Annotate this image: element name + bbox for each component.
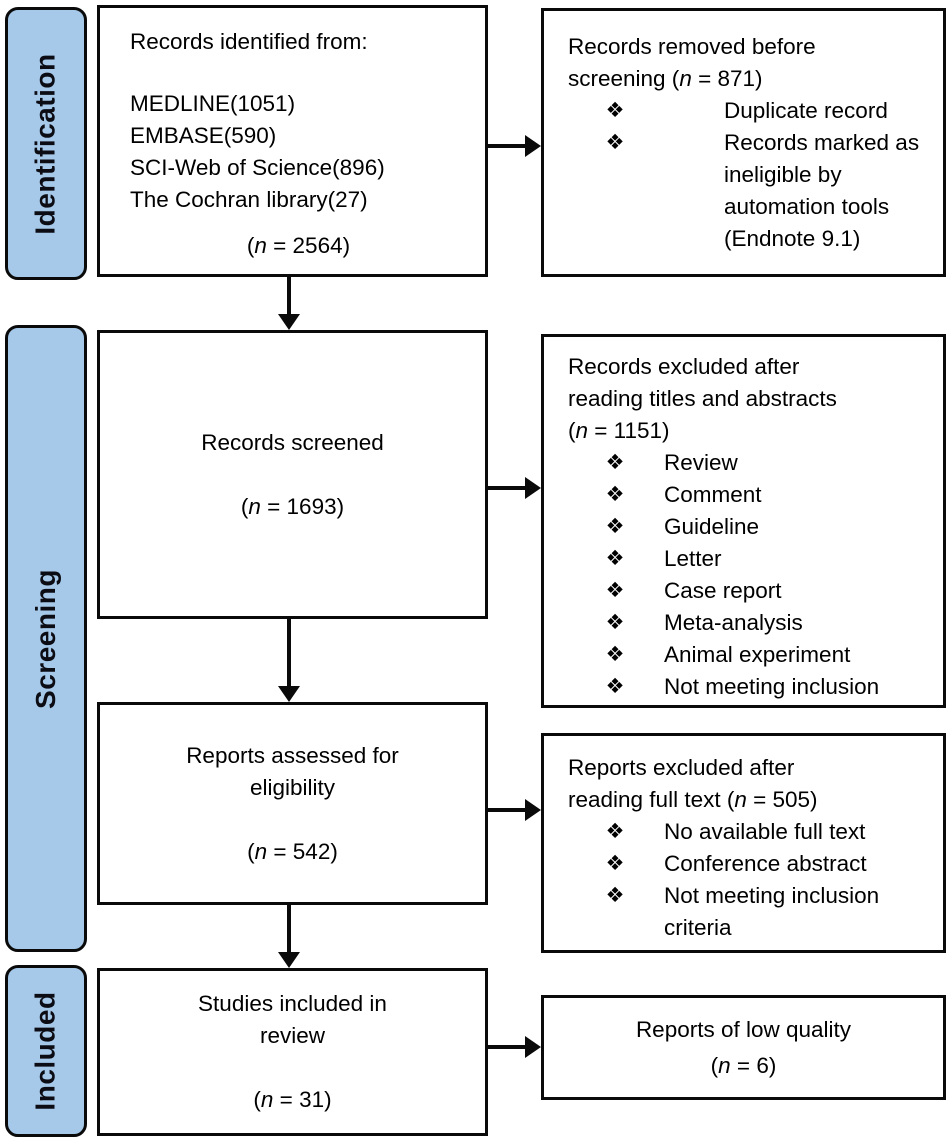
arrow-shaft xyxy=(488,808,528,812)
source-line: MEDLINE(1051) xyxy=(130,91,296,116)
stage-label-text: Identification xyxy=(30,52,62,235)
bullet-diamond-icon: ❖ xyxy=(605,131,625,154)
bullet-diamond-icon: ❖ xyxy=(605,99,625,122)
box-reports-low-quality: Reports of low quality (n = 6) xyxy=(541,995,946,1100)
bullet-diamond-icon: ❖ xyxy=(605,483,625,506)
list-item: ❖ No available full text xyxy=(568,816,937,848)
stage-label-included: Included xyxy=(5,965,87,1137)
bullet-diamond-icon: ❖ xyxy=(605,451,625,474)
arrow-included-to-low-quality xyxy=(488,1036,541,1058)
list-item: ❖ Conference abstract xyxy=(568,848,937,880)
bullet-diamond-icon: ❖ xyxy=(605,515,625,538)
exclusion-list: ❖ Duplicate record ❖ Records marked as inel… xyxy=(568,95,935,255)
list-item: ❖ Review xyxy=(568,447,937,479)
arrow-shaft xyxy=(488,486,528,490)
list-item: ❖ Records marked as ineligible by automat… xyxy=(568,127,935,255)
arrow-screened-to-excluded-abstracts xyxy=(488,477,541,499)
box-title: Records identified from: xyxy=(130,29,368,54)
arrow-shaft xyxy=(287,905,291,955)
source-line: EMBASE(590) xyxy=(130,123,277,148)
stage-label-text: Screening xyxy=(30,568,62,709)
list-item-text: Not meeting inclusion xyxy=(664,674,880,699)
arrow-head-icon xyxy=(278,686,300,702)
arrow-assessed-to-included xyxy=(278,905,300,968)
list-item-text: Records marked as ineligible by automati… xyxy=(724,130,920,251)
arrow-shaft xyxy=(287,619,291,689)
box-count: (n = 1693) xyxy=(240,493,345,519)
bullet-diamond-icon: ❖ xyxy=(605,547,625,570)
bullet-diamond-icon: ❖ xyxy=(605,820,625,843)
box-records-screened: Records screened (n = 1693) xyxy=(97,330,488,619)
source-line: The Cochran library(27) xyxy=(130,187,368,212)
box-title: Records screened xyxy=(201,429,384,455)
exclusion-list: ❖ No available full text ❖ Conference abstr… xyxy=(568,816,937,944)
list-item-text: Not meeting inclusion criteria xyxy=(664,883,880,940)
source-line: SCI-Web of Science(896) xyxy=(130,155,385,180)
box-count: (n = 542) xyxy=(247,838,338,864)
bullet-diamond-icon: ❖ xyxy=(605,611,625,634)
list-item-text: Letter xyxy=(664,546,722,571)
arrow-assessed-to-excluded-fulltext xyxy=(488,799,541,821)
box-records-identified: Records identified from: MEDLINE(1051) E… xyxy=(97,5,488,277)
arrow-identified-to-removed xyxy=(488,135,541,157)
arrow-head-icon xyxy=(525,1036,541,1058)
arrow-head-icon xyxy=(278,314,300,330)
bullet-diamond-icon: ❖ xyxy=(605,643,625,666)
arrow-head-icon xyxy=(525,477,541,499)
box-count: (n = 6) xyxy=(710,1052,777,1078)
list-item-text: Duplicate record xyxy=(724,98,888,123)
list-item-text: Review xyxy=(664,450,738,475)
box-count: (n = 31) xyxy=(253,1087,332,1112)
arrow-head-icon xyxy=(525,799,541,821)
list-item: ❖ Meta-analysis xyxy=(568,607,937,639)
bullet-diamond-icon: ❖ xyxy=(605,675,625,698)
list-item-text: Comment xyxy=(664,482,762,507)
list-item-text: Guideline xyxy=(664,514,760,539)
arrow-identified-to-screened xyxy=(278,277,300,330)
arrow-head-icon xyxy=(278,952,300,968)
list-item-text: No available full text xyxy=(664,819,866,844)
list-item: ❖ Not meeting inclusion criteria xyxy=(568,880,937,944)
bullet-diamond-icon: ❖ xyxy=(605,579,625,602)
stage-label-identification: Identification xyxy=(5,7,87,280)
arrow-shaft xyxy=(488,1045,528,1049)
list-item: ❖ Guideline xyxy=(568,511,937,543)
arrow-screened-to-assessed xyxy=(278,619,300,702)
arrow-shaft xyxy=(287,277,291,317)
stage-label-screening: Screening xyxy=(5,325,87,952)
list-item: ❖ Duplicate record xyxy=(568,95,935,127)
list-item: ❖ Comment xyxy=(568,479,937,511)
bullet-diamond-icon: ❖ xyxy=(605,852,625,875)
list-item: ❖ Not meeting inclusion xyxy=(568,671,937,703)
list-item-text: Meta-analysis xyxy=(664,610,803,635)
arrow-head-icon xyxy=(525,135,541,157)
list-item: ❖ Letter xyxy=(568,543,937,575)
box-title: Reports of low quality xyxy=(635,1016,852,1042)
stage-label-text: Included xyxy=(30,991,61,1111)
list-item-text: Case report xyxy=(664,578,782,603)
bullet-diamond-icon: ❖ xyxy=(605,884,625,907)
list-item: ❖ Case report xyxy=(568,575,937,607)
arrow-shaft xyxy=(488,144,528,148)
list-item: ❖ Animal experiment xyxy=(568,639,937,671)
exclusion-list: ❖ Review ❖ Comment ❖ Guideline ❖ Letter ❖ Case re… xyxy=(568,447,937,703)
list-item-text: Animal experiment xyxy=(664,642,851,667)
box-count: (n = 2564) xyxy=(246,233,351,258)
list-item-text: Conference abstract xyxy=(664,851,867,876)
